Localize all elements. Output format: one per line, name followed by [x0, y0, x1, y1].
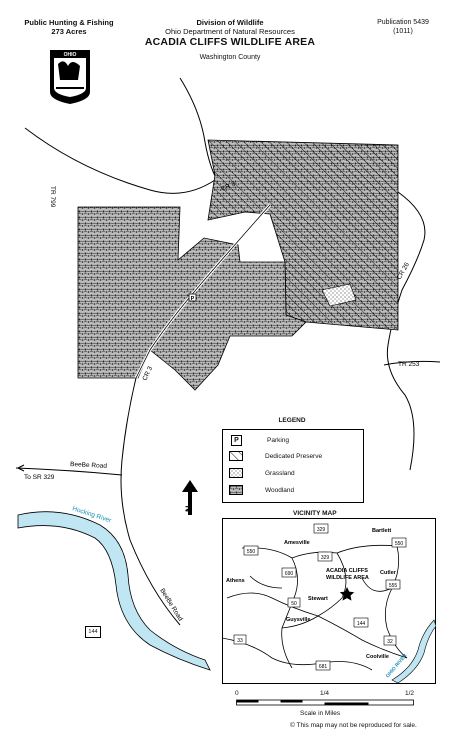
department-text: Ohio Department of Natural Resources — [165, 27, 295, 36]
road-tr253 — [383, 360, 441, 366]
legend-box: P Parking Dedicated Preserve Grassland W… — [222, 429, 364, 503]
town-coolville: Coolville — [366, 654, 389, 660]
scale-tick-half: 1/2 — [405, 690, 415, 697]
vicinity-area-label-1: ACADIA CLIFFS — [326, 568, 368, 574]
footer-text: This map may not be reproduced for sale. — [296, 722, 417, 729]
shield-50: 50 — [287, 597, 301, 608]
town-cutler: Cutler — [380, 570, 397, 576]
shield-681: 681 — [315, 660, 331, 671]
logo-text: OHIO — [64, 52, 77, 58]
shield-690: 690 — [281, 567, 297, 578]
town-amesville: Amesville — [284, 540, 310, 546]
town-athens: Athens — [226, 578, 245, 584]
svg-text:690: 690 — [285, 571, 294, 577]
town-guysville: Guysville — [286, 617, 310, 623]
svg-text:P: P — [191, 296, 195, 302]
shield-33: 33 — [233, 634, 247, 645]
shield-550-east: 550 — [391, 537, 407, 548]
scale-tick-quarter: 1/4 — [320, 690, 330, 697]
label-beebe-west: BeeBe Road — [70, 461, 108, 470]
vicinity-map: Bartlett Amesville Cutler Athens Stewart… — [222, 518, 436, 684]
svg-text:550: 550 — [395, 541, 404, 547]
publication-date: (1011) — [393, 28, 413, 35]
vicinity-title: VICINITY MAP — [293, 510, 337, 517]
legend-label-grassland: Grassland — [265, 470, 295, 477]
legend-label-preserve: Dedicated Preserve — [265, 453, 323, 460]
dedicated-preserve-area — [208, 140, 398, 330]
svg-text:550: 550 — [247, 549, 256, 555]
hocking-river — [17, 511, 211, 671]
label-tr799: TR 799 — [49, 186, 56, 208]
scale-tick-0: 0 — [235, 690, 239, 697]
route-shields: 550 329 550 329 690 555 50 144 33 32 681 — [233, 523, 407, 671]
shield-329-b: 329 — [317, 551, 333, 562]
division-text: Division of Wildlife — [196, 18, 264, 27]
svg-text:33: 33 — [237, 638, 243, 644]
road-cr3-south — [135, 204, 271, 379]
legend-title: LEGEND — [278, 417, 306, 424]
shield-32: 32 — [383, 635, 397, 646]
road-tr799 — [24, 127, 216, 194]
legend: LEGEND P Parking Dedicated Preserve Gras… — [222, 417, 364, 503]
woodland-swatch-icon — [229, 485, 243, 495]
parking-icon: P — [231, 435, 242, 446]
svg-text:50: 50 — [291, 601, 297, 607]
road-beebe-west — [15, 467, 123, 476]
legend-label-parking: Parking — [267, 437, 290, 444]
scale-label: Scale in Miles — [300, 710, 341, 717]
town-bartlett: Bartlett — [372, 528, 391, 534]
map-title: ACADIA CLIFFS WILDLIFE AREA — [144, 36, 316, 48]
footer-notice: © This map may not be reproduced for sal… — [290, 722, 417, 729]
scale-bar — [236, 699, 414, 706]
parking-marker: P — [188, 293, 197, 302]
north-label: N — [184, 506, 194, 513]
label-cr3-south: CR 3 — [141, 365, 154, 382]
svg-text:329: 329 — [317, 527, 326, 533]
vicinity-ohio-river — [391, 619, 436, 684]
acreage-text: 273 Acres — [51, 27, 87, 36]
svg-text:144: 144 — [357, 621, 366, 627]
shield-144-main: 144 — [85, 626, 101, 638]
area-type-text: Public Hunting & Fishing — [24, 18, 114, 27]
odnr-logo: OHIO — [50, 50, 90, 104]
wildlife-area-star-icon — [339, 587, 355, 601]
header-left: Public Hunting & Fishing 273 Acres — [14, 18, 124, 36]
north-arrow-icon: N — [182, 480, 198, 515]
town-stewart: Stewart — [308, 596, 328, 602]
vicinity-area-label-2: WILDLIFE AREA — [326, 575, 369, 581]
shield-329: 329 — [313, 523, 329, 534]
road-beebe-south — [120, 377, 181, 626]
svg-text:329: 329 — [321, 555, 330, 561]
label-tr253: TR 253 — [398, 361, 420, 368]
header-center: Division of Wildlife Ohio Department of … — [120, 18, 340, 62]
shield-144-east: 144 — [353, 617, 369, 628]
copyright-icon: © — [290, 722, 295, 729]
shield-550-west: 550 — [243, 545, 259, 556]
grassland-swatch-icon — [229, 468, 243, 478]
shield-555: 555 — [385, 579, 401, 590]
preserve-swatch-icon — [229, 451, 243, 461]
label-to-sr329: To SR 329 — [24, 474, 55, 481]
arrow-to-sr329 — [17, 464, 25, 472]
county-text: Washington County — [199, 54, 261, 61]
svg-text:555: 555 — [389, 583, 398, 589]
svg-text:681: 681 — [319, 664, 328, 670]
label-beebe-south: BeeBe Road — [158, 587, 184, 622]
grassland-area — [321, 283, 357, 307]
publication-number: Publication 5439 — [377, 19, 429, 26]
svg-text:32: 32 — [387, 639, 393, 645]
header-right: Publication 5439 (1011) — [368, 18, 438, 36]
legend-label-woodland: Woodland — [265, 487, 295, 494]
